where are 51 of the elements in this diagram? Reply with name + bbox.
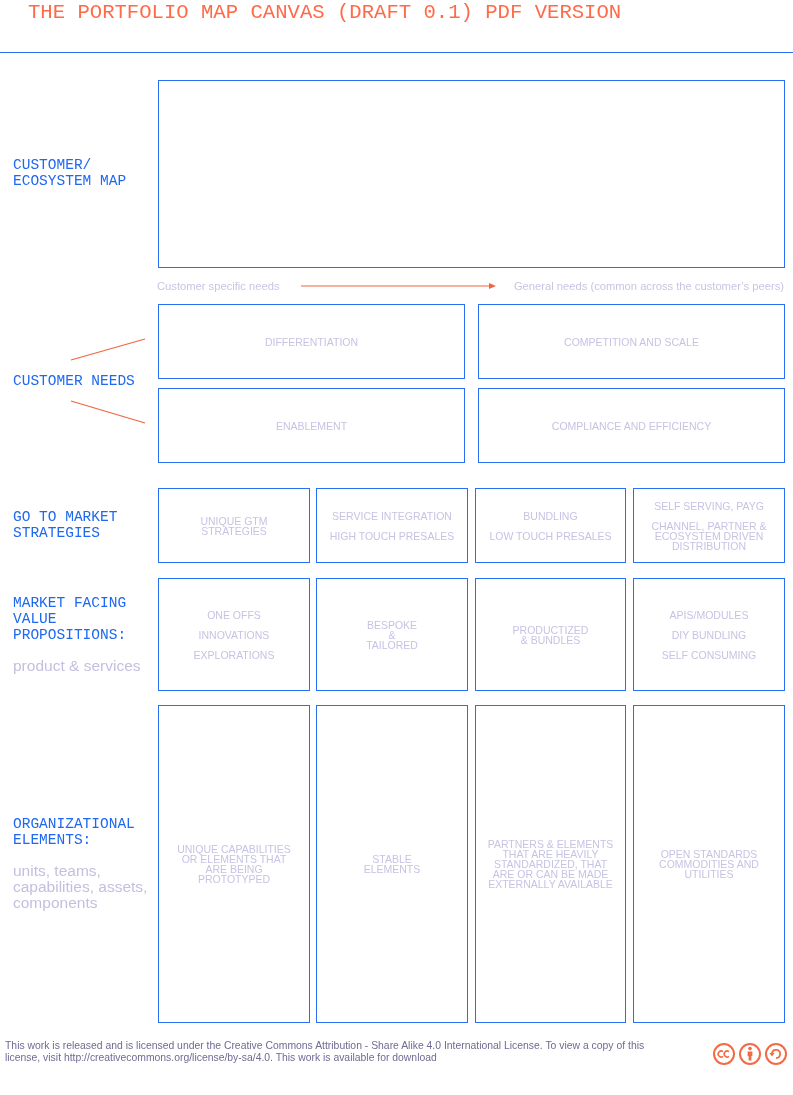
row-heading: MARKET FACING VALUE PROPOSITIONS: xyxy=(13,595,128,643)
category-label: LOW TOUCH PRESALES xyxy=(489,530,612,541)
category-panel xyxy=(158,304,465,379)
category-label: ONE OFFS xyxy=(207,609,261,620)
category-panel xyxy=(633,488,785,563)
axis-label: General needs (common across the customer’s peers) xyxy=(513,280,784,293)
category-panel xyxy=(633,578,785,691)
category-label: PARTNERS & ELEMENTS THAT ARE HEAVILY STANDARDIZED, THAT ARE OR CAN BE MADE EXTERNALLY AVAILABLE xyxy=(486,839,615,889)
category-panel xyxy=(158,705,310,1023)
category-label: SELF SERVING, PAYG xyxy=(654,500,764,511)
row-heading: GO TO MARKET STRATEGIES xyxy=(13,509,119,541)
category-label: APIS/MODULES xyxy=(669,609,749,620)
axis-label: Customer specific needs xyxy=(157,280,280,293)
category-label: BUNDLING xyxy=(523,510,578,521)
category-panel xyxy=(478,388,785,463)
category-label: UNIQUE GTM STRATEGIES xyxy=(199,515,269,536)
row-heading: CUSTOMER/ ECOSYSTEM MAP xyxy=(13,157,128,189)
category-panel xyxy=(158,388,465,463)
category-label: SERVICE INTEGRATION xyxy=(332,510,452,521)
category-label: HIGH TOUCH PRESALES xyxy=(329,530,455,541)
category-label: OPEN STANDARDS COMMODITIES AND UTILITIES xyxy=(658,849,760,879)
license-note: This work is released and is licensed under the Creative Commons Attribution - Share Alike 4.0 International License. To view a copy of this license, visit http://creativecommons.org/license/by-sa/4.0. This work is available for download xyxy=(5,1040,645,1064)
category-label: PRODUCTIZED & BUNDLES xyxy=(511,624,590,645)
category-panel xyxy=(158,488,310,563)
category-panel xyxy=(475,578,626,691)
category-panel xyxy=(316,705,468,1023)
category-label: ENABLEMENT xyxy=(275,420,348,431)
category-label: STABLE ELEMENTS xyxy=(362,854,422,874)
row-heading: ORGANIZATIONAL ELEMENTS: xyxy=(13,816,136,848)
row-heading: CUSTOMER NEEDS xyxy=(13,373,136,389)
category-label: INNOVATIONS xyxy=(198,629,270,640)
page-title: THE PORTFOLIO MAP CANVAS (DRAFT 0.1) PDF VERSION xyxy=(28,1,622,25)
map-area xyxy=(158,80,785,268)
row-subheading: product & services xyxy=(13,658,142,674)
category-label: COMPETITION AND SCALE xyxy=(564,336,699,347)
category-panel xyxy=(475,488,626,563)
category-label: DIFFERENTIATION xyxy=(264,336,359,347)
row-subheading: units, teams, capabilities, assets, components xyxy=(13,863,149,911)
category-panel xyxy=(478,304,785,379)
category-label: BESPOKE & TAILORED xyxy=(365,619,419,650)
category-panel xyxy=(158,578,310,691)
category-label: UNIQUE CAPABILITIES OR ELEMENTS THAT ARE BEING PROTOTYPED xyxy=(176,844,292,884)
category-label: DIY BUNDLING xyxy=(671,629,747,640)
category-panel xyxy=(475,705,626,1023)
category-label: EXPLORATIONS xyxy=(193,649,275,660)
category-panel xyxy=(316,488,468,563)
category-label: CHANNEL, PARTNER & ECOSYSTEM DRIVEN DISTRIBUTION xyxy=(650,520,768,551)
category-label: SELF CONSUMING xyxy=(661,649,757,660)
category-label: COMPLIANCE AND EFFICIENCY xyxy=(551,420,712,431)
category-panel xyxy=(316,578,468,691)
category-panel xyxy=(633,705,785,1023)
